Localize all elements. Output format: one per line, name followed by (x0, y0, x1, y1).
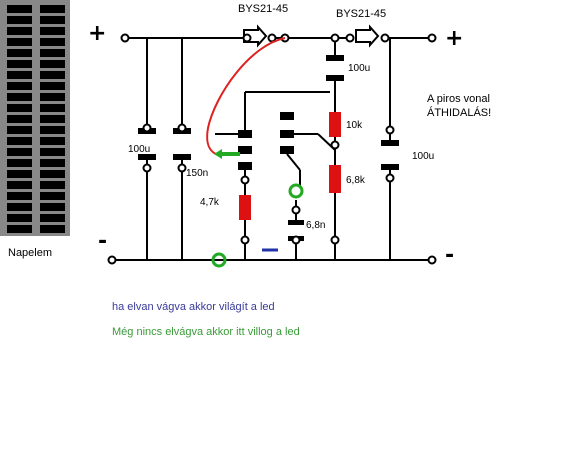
junction-node (330, 33, 340, 43)
panel-cell (7, 170, 32, 178)
panel-cell (40, 60, 65, 68)
capacitor-left-label: 100u (128, 144, 150, 155)
panel-cell (40, 170, 65, 178)
panel-cell (7, 126, 32, 134)
junction-nodes (107, 33, 437, 265)
panel-cell (40, 27, 65, 35)
panel-cell (40, 93, 65, 101)
capacitor-150n-label: 150n (186, 168, 208, 179)
led-marker-bottom (211, 252, 227, 268)
minus-sign-right: - (445, 243, 454, 268)
junction-node (330, 140, 340, 150)
panel-cell (7, 27, 32, 35)
junction-node (240, 175, 250, 185)
resistor-10k-label: 10k (346, 120, 363, 131)
diode-2-label: BYS21-45 (336, 8, 386, 20)
note-red-line-1: A piros vonal (427, 93, 490, 105)
panel-cell (40, 104, 65, 112)
panel-cell (7, 49, 32, 57)
panel-cell (40, 192, 65, 200)
panel-cell (40, 115, 65, 123)
junction-node (177, 123, 187, 133)
panel-cell (7, 16, 32, 24)
capacitor-right-label: 100u (412, 151, 434, 162)
junction-node (385, 173, 395, 183)
panel-cell (7, 38, 32, 46)
panel-cell (7, 192, 32, 200)
junction-node (330, 235, 340, 245)
panel-cell (7, 5, 32, 13)
solar-panel (0, 0, 70, 236)
note-green: Még nincs elvágva akkor itt villog a led (112, 326, 300, 338)
plus-sign-right: + (445, 26, 463, 51)
panel-cell (7, 214, 32, 222)
junction-node (291, 205, 301, 215)
capacitor-6-8n-label: 6,8n (306, 220, 325, 231)
panel-cell (40, 214, 65, 222)
junction-node (291, 235, 301, 245)
bridge-wire (206, 37, 286, 156)
panel-cell (40, 203, 65, 211)
panel-cell (40, 159, 65, 167)
junction-node (380, 33, 390, 43)
diode-1-label: BYS21-45 (238, 3, 288, 15)
diode-2 (355, 24, 380, 48)
panel-cell (7, 181, 32, 189)
panel-cell (7, 159, 32, 167)
solar-panel-label: Napelem (8, 247, 52, 259)
junction-node (107, 255, 117, 265)
junction-node (142, 163, 152, 173)
capacitor-right-100u (381, 38, 399, 260)
junction-node (142, 123, 152, 133)
junction-node (385, 125, 395, 135)
panel-cell (40, 71, 65, 79)
panel-cell (40, 82, 65, 90)
panel-cell (40, 38, 65, 46)
led-marker-mid (288, 183, 304, 199)
panel-cell (40, 181, 65, 189)
junction-node (427, 33, 437, 43)
resistor-4-7k-label: 4,7k (200, 197, 220, 208)
capacitor-150n (173, 38, 191, 260)
panel-cell (7, 82, 32, 90)
capacitor-top-right-label: 100u (348, 63, 370, 74)
panel-cell (40, 16, 65, 24)
panel-cell (40, 49, 65, 57)
note-red-line-2: ÁTHIDALÁS! (427, 106, 491, 119)
panel-cell (7, 148, 32, 156)
resistor-6-8k-label: 6,8k (346, 175, 366, 186)
junction-node (240, 235, 250, 245)
junction-node (120, 33, 130, 43)
panel-cell (7, 93, 32, 101)
panel-cell (7, 115, 32, 123)
panel-cell (40, 5, 65, 13)
junction-node (345, 33, 355, 43)
panel-cell (7, 71, 32, 79)
junction-node (177, 163, 187, 173)
junction-node (427, 255, 437, 265)
panel-cell (40, 148, 65, 156)
panel-cell (7, 137, 32, 145)
panel-cell (7, 104, 32, 112)
note-blue: ha elvan vágva akkor világít a led (112, 301, 275, 313)
led-arrow (214, 149, 240, 159)
ic-right-pins (280, 112, 336, 188)
panel-cell (7, 203, 32, 211)
ic-left-pins (215, 91, 330, 170)
junction-node (242, 33, 252, 43)
panel-cell (40, 126, 65, 134)
panel-cell (7, 60, 32, 68)
plus-sign-left: + (88, 21, 106, 46)
right-branch (326, 38, 344, 260)
minus-sign-left: - (98, 229, 107, 254)
panel-cell (40, 225, 65, 233)
panel-cell (7, 225, 32, 233)
panel-cell (40, 137, 65, 145)
